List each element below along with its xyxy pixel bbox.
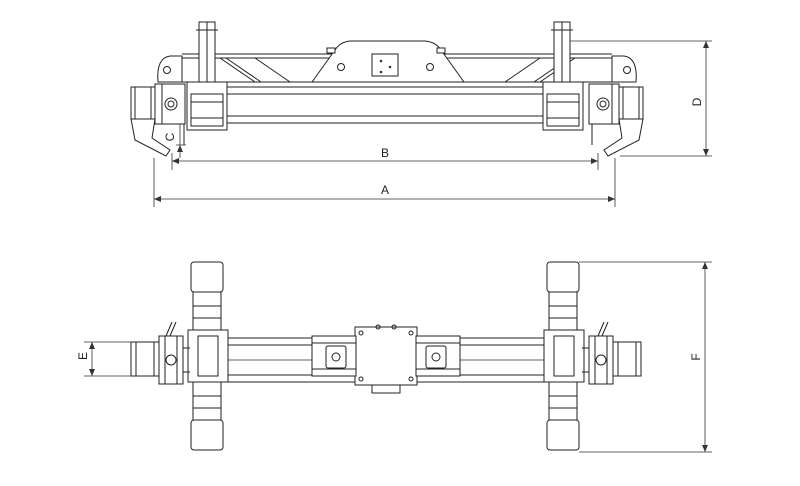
dimension-label-c: C	[163, 132, 177, 141]
top-view: E F	[76, 261, 712, 453]
dimension-label-b: B	[381, 146, 389, 160]
front-view: D C B A	[130, 21, 712, 207]
dimension-label-f: F	[689, 353, 703, 360]
dimension-label-a: A	[381, 183, 389, 197]
dimension-label-d: D	[690, 97, 704, 106]
dimension-label-e: E	[76, 352, 90, 360]
